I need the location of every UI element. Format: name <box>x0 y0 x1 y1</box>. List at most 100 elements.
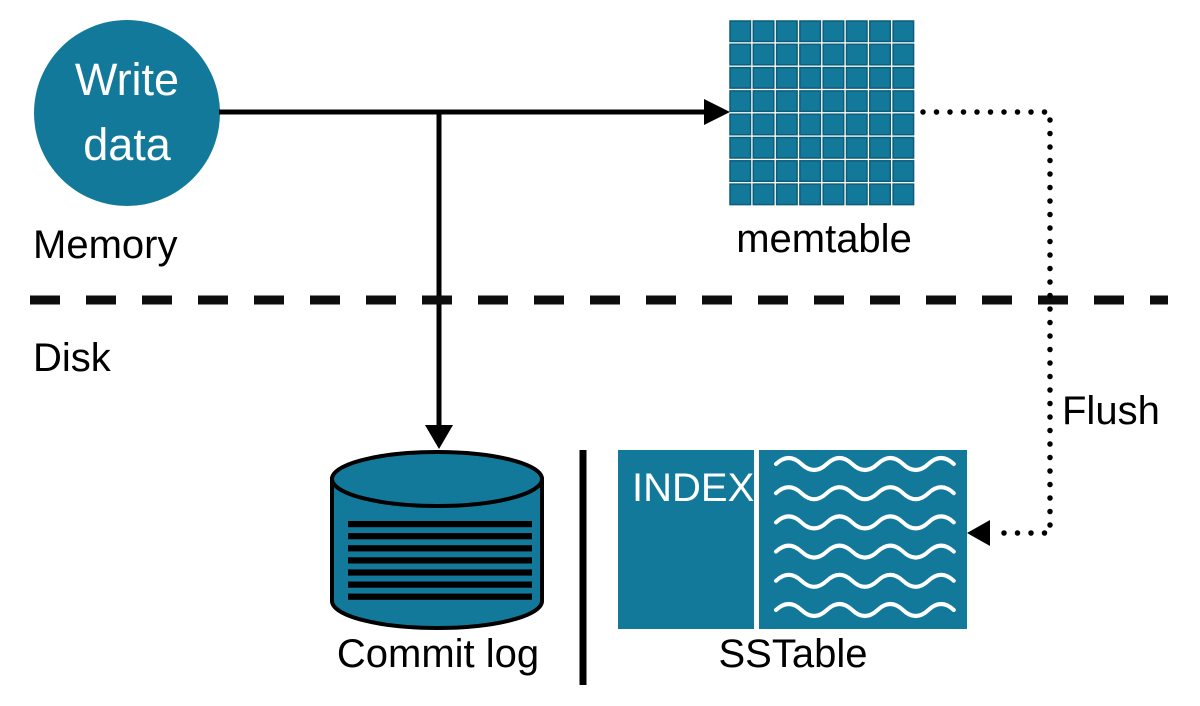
memtable-cell <box>799 20 822 43</box>
memtable-cell <box>752 90 775 113</box>
memtable-cell <box>799 160 822 183</box>
memtable-cell <box>892 90 915 113</box>
write-to-memtable-arrowhead-icon <box>704 99 730 125</box>
memtable-cell <box>752 136 775 159</box>
commit-log-label: Commit log <box>337 632 539 676</box>
memtable-cell <box>775 20 798 43</box>
memory-label: Memory <box>33 223 177 267</box>
sstable-index-panel-divider <box>754 450 759 629</box>
memtable-cell <box>752 43 775 66</box>
commit-log-cylinder <box>330 450 544 630</box>
memtable-cell <box>869 113 892 136</box>
memtable-cell <box>752 183 775 206</box>
sstable-wave-line <box>774 543 956 560</box>
flush-arrowhead-icon <box>967 520 990 546</box>
memtable-cell <box>775 160 798 183</box>
memtable-cell <box>729 160 752 183</box>
memtable-cell <box>775 66 798 89</box>
memtable-cell <box>729 136 752 159</box>
memtable-cell <box>822 90 845 113</box>
memtable-cell <box>845 43 868 66</box>
memtable-cell <box>752 66 775 89</box>
memtable-cell <box>869 66 892 89</box>
write-data-label-line2: data <box>83 119 172 170</box>
memtable-cell <box>845 136 868 159</box>
sstable-wave-line <box>774 514 956 531</box>
memtable-cell <box>775 183 798 206</box>
memtable-cell <box>869 43 892 66</box>
memtable-cell <box>799 183 822 206</box>
memtable-cell <box>845 113 868 136</box>
memtable-cell <box>729 183 752 206</box>
sstable-wave-line <box>774 602 956 618</box>
sstable-waves <box>774 456 956 618</box>
memtable-cell <box>729 66 752 89</box>
sstable-wave-line <box>774 456 956 472</box>
memtable-cell <box>775 90 798 113</box>
memtable-cell <box>822 183 845 206</box>
memtable-cell <box>892 113 915 136</box>
memtable-cell <box>775 113 798 136</box>
memtable-cell <box>845 66 868 89</box>
sstable-wave-line <box>774 572 956 589</box>
sstable-label: SSTable <box>719 632 868 676</box>
commit-log-stripe <box>348 593 532 600</box>
commit-log-stripe <box>348 581 532 588</box>
write-data-label-line1: Write <box>75 54 179 105</box>
commit-log-stripe <box>348 533 532 540</box>
sstable-node: INDEX <box>618 450 967 629</box>
memtable-cell <box>822 113 845 136</box>
memtable-cell <box>822 43 845 66</box>
memtable-cell <box>892 136 915 159</box>
memtable-cell <box>892 20 915 43</box>
memtable-cell <box>822 66 845 89</box>
memtable-cell <box>752 113 775 136</box>
memtable-label: memtable <box>736 217 912 261</box>
commitlog-arrowhead-icon <box>425 425 453 449</box>
memtable-cell <box>799 113 822 136</box>
memtable-cell <box>869 160 892 183</box>
commit-log-stripe <box>348 557 532 564</box>
write-data-node <box>34 20 220 206</box>
memtable-cell <box>845 160 868 183</box>
commit-log-body <box>330 477 544 630</box>
commit-log-stripes <box>348 521 532 600</box>
memtable-cell <box>799 90 822 113</box>
memtable-cell <box>892 66 915 89</box>
memtable-cell <box>729 20 752 43</box>
memtable-cell <box>799 66 822 89</box>
memtable-cell <box>869 20 892 43</box>
commit-log-stripe <box>348 569 532 576</box>
memtable-cell <box>869 90 892 113</box>
memtable-cell <box>892 43 915 66</box>
memtable-cell <box>729 113 752 136</box>
memtable-cell <box>799 43 822 66</box>
memtable-cell <box>775 43 798 66</box>
memtable-cell <box>892 183 915 206</box>
sstable-index-label: INDEX <box>632 466 754 510</box>
memtable-cell <box>775 136 798 159</box>
disk-label: Disk <box>33 336 112 380</box>
memtable-cell <box>752 20 775 43</box>
memtable-cell <box>752 160 775 183</box>
memtable-cell <box>729 43 752 66</box>
memtable-cell <box>799 136 822 159</box>
memtable-cell <box>892 160 915 183</box>
memtable-cell <box>822 20 845 43</box>
commit-log-stripe <box>348 521 532 528</box>
memtable-cell <box>822 160 845 183</box>
commit-log-top <box>330 450 544 508</box>
sstable-wave-line <box>774 485 956 502</box>
memtable-cell <box>822 136 845 159</box>
flush-label: Flush <box>1062 389 1160 433</box>
memtable-cell <box>845 183 868 206</box>
flush-dotted-path <box>920 109 1053 536</box>
memtable-grid <box>729 20 915 206</box>
memtable-cell <box>845 90 868 113</box>
memtable-cell <box>869 183 892 206</box>
sstable-rect <box>618 450 967 629</box>
memtable-cell <box>845 20 868 43</box>
memtable-cell <box>869 136 892 159</box>
